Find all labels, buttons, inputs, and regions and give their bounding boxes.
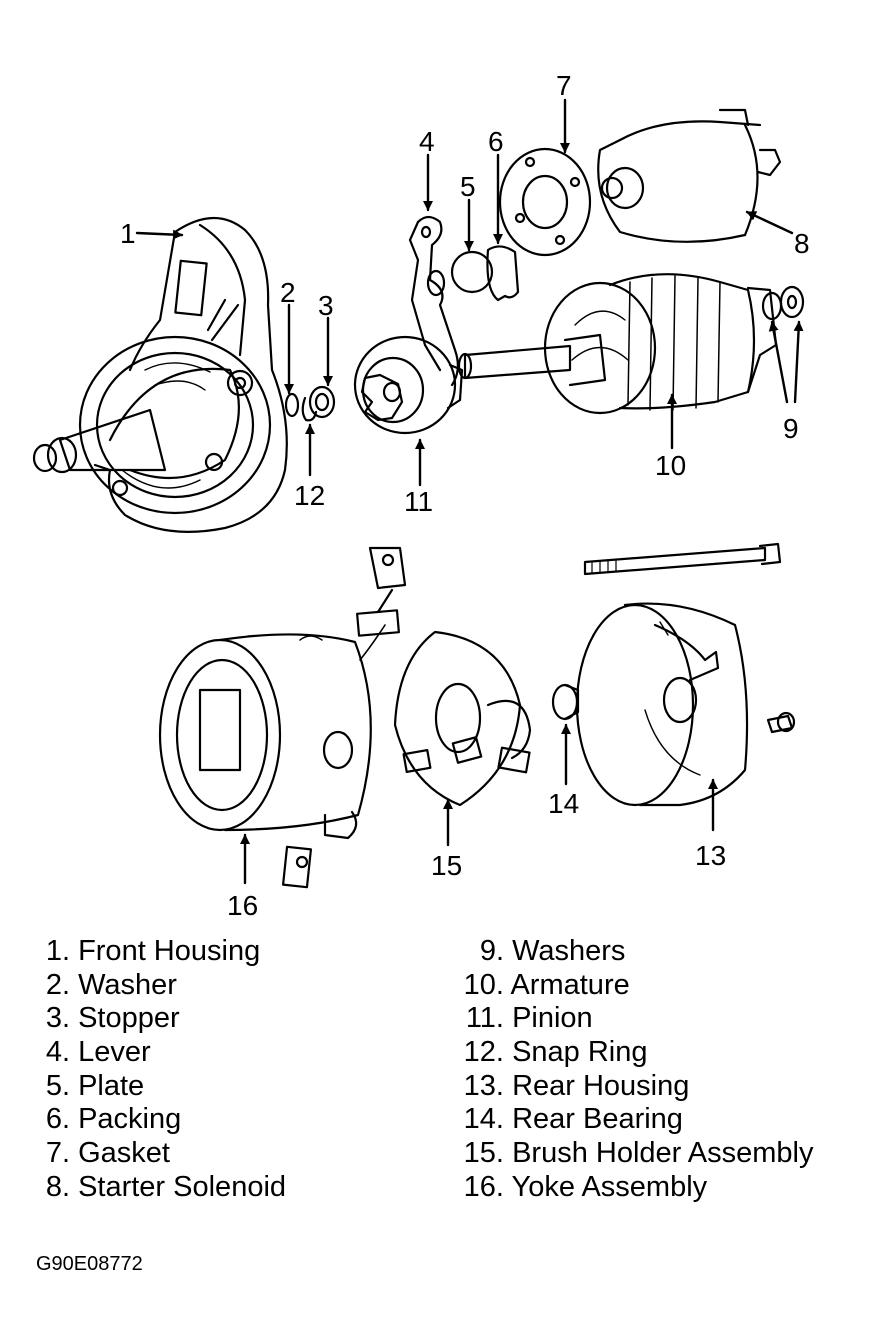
legend-number: 4. xyxy=(45,1036,70,1069)
screw-part xyxy=(766,711,796,734)
legend-right-column: 9. Washers 10. Armature 11. Pinion 12. S… xyxy=(452,935,814,1205)
pinion-part xyxy=(353,335,464,435)
callout-11: 11 xyxy=(404,486,434,517)
washers-part xyxy=(761,285,805,321)
callout-15: 15 xyxy=(431,850,463,881)
figure-code: G90E08772 xyxy=(36,1253,143,1275)
gasket-part xyxy=(498,147,592,257)
legend-label: Starter Solenoid xyxy=(78,1170,287,1203)
callout-10: 10 xyxy=(655,450,687,481)
legend-item: 12. Snap Ring xyxy=(452,1036,813,1070)
legend-label: Rear Bearing xyxy=(512,1103,683,1136)
legend-label: Front Housing xyxy=(78,935,261,967)
legend-item: 7. Gasket xyxy=(36,1137,286,1171)
legend-number: 5. xyxy=(45,1069,70,1102)
washer-part xyxy=(284,392,300,418)
rear-bearing-part xyxy=(551,683,580,721)
legend-number: 11. xyxy=(465,1002,504,1035)
callout-1: 1 xyxy=(120,218,136,249)
starter-exploded-view xyxy=(32,98,805,889)
legend-label: Snap Ring xyxy=(512,1036,648,1069)
legend-number: 10. xyxy=(463,968,504,1001)
callout-leaders xyxy=(135,98,804,885)
legend-item: 8. Starter Solenoid xyxy=(36,1171,286,1205)
legend-item: 3. Stopper xyxy=(36,1002,286,1036)
callout-4: 4 xyxy=(419,126,435,157)
legend-item: 16. Yoke Assembly xyxy=(452,1171,813,1205)
callout-7: 7 xyxy=(556,70,572,101)
plate-part xyxy=(450,250,494,294)
callout-8: 8 xyxy=(794,228,810,259)
callout-3: 3 xyxy=(318,290,334,321)
armature-part xyxy=(457,273,778,415)
callout-12: 12 xyxy=(294,480,326,511)
legend-number: 8. xyxy=(45,1170,70,1203)
legend-item: 5. Plate xyxy=(36,1070,286,1104)
callout-5: 5 xyxy=(460,171,476,202)
legend-left-column: 1. Front Housing 2. Washer 3. Stopper 4.… xyxy=(36,935,286,1205)
legend-number: 16. xyxy=(463,1170,504,1203)
callout-6: 6 xyxy=(488,126,504,157)
legend-label: Armature xyxy=(510,968,630,1001)
legend-label: Rear Housing xyxy=(512,1069,690,1102)
legend-number: 12. xyxy=(463,1036,504,1069)
legend-label: Pinion xyxy=(512,1002,593,1035)
legend-number: 3. xyxy=(45,1002,70,1035)
callout-13: 13 xyxy=(695,840,727,871)
callout-9: 9 xyxy=(783,413,799,444)
lever-part xyxy=(408,215,459,387)
legend-item: 10. Armature xyxy=(452,969,813,1003)
legend-number: 14. xyxy=(463,1103,504,1136)
callout-14: 14 xyxy=(548,788,580,819)
legend-label: Yoke Assembly xyxy=(511,1170,708,1203)
legend-label: Washers xyxy=(512,935,626,967)
legend-number: 13. xyxy=(463,1069,504,1102)
yoke-part xyxy=(158,624,386,889)
legend-item: 13. Rear Housing xyxy=(452,1070,813,1104)
legend-number: 15. xyxy=(463,1137,504,1170)
legend-number: 1. xyxy=(45,935,70,967)
legend-label: Stopper xyxy=(78,1002,180,1035)
legend-item: 2. Washer xyxy=(36,969,286,1003)
legend-number: 9. xyxy=(479,935,504,967)
legend-number: 6. xyxy=(45,1103,70,1136)
brush-holder-part xyxy=(356,546,532,807)
legend-label: Packing xyxy=(78,1103,182,1136)
legend-item: 11. Pinion xyxy=(452,1002,813,1036)
front-housing-part xyxy=(32,216,288,533)
legend-item: 6. Packing xyxy=(36,1103,286,1137)
legend-item: 9. Washers xyxy=(452,935,813,969)
legend-item: 14. Rear Bearing xyxy=(452,1103,813,1137)
legend-label: Washer xyxy=(78,968,177,1001)
rear-housing-part xyxy=(575,602,749,807)
packing-part xyxy=(486,245,520,302)
snap-ring-part xyxy=(301,396,318,422)
legend-label: Plate xyxy=(78,1069,145,1102)
legend-item: 4. Lever xyxy=(36,1036,286,1070)
legend-label: Gasket xyxy=(78,1137,170,1170)
legend-item: 15. Brush Holder Assembly xyxy=(452,1137,814,1171)
callout-16: 16 xyxy=(227,890,259,921)
legend-label: Lever xyxy=(78,1036,151,1069)
legend-label: Brush Holder Assembly xyxy=(512,1137,814,1170)
legend-item: 1. Front Housing xyxy=(36,935,286,969)
callout-2: 2 xyxy=(280,277,296,308)
stopper-part xyxy=(308,385,336,419)
legend-number: 2. xyxy=(45,968,70,1001)
starter-solenoid-part xyxy=(597,108,782,243)
through-bolt-part xyxy=(583,542,782,576)
legend-number: 7. xyxy=(45,1137,70,1170)
